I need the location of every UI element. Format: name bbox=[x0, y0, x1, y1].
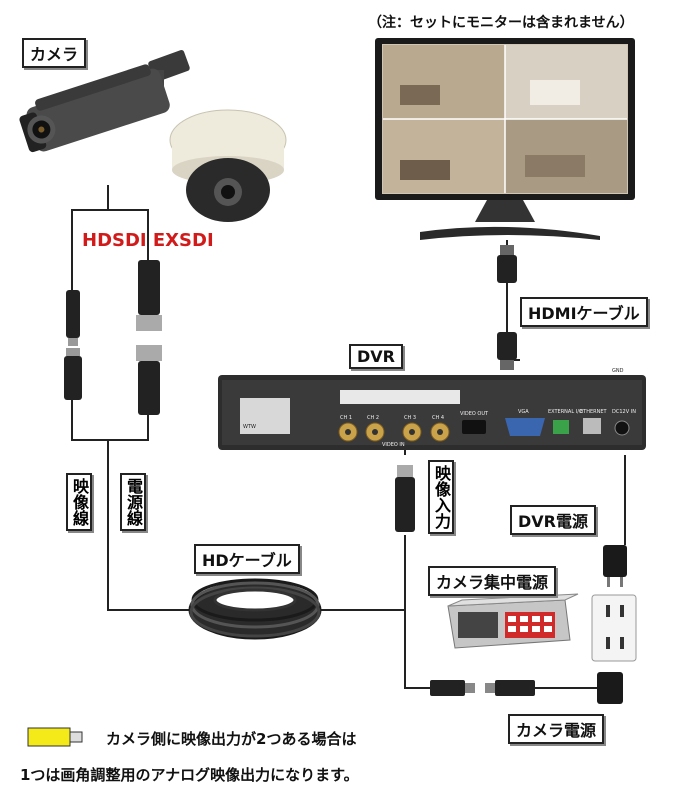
video-input-label: 映像入力 bbox=[428, 460, 454, 534]
port-ch3: CH 3 bbox=[404, 415, 416, 421]
dvr-brand-label: WTW bbox=[243, 424, 256, 430]
hd-cable-coil bbox=[188, 578, 322, 640]
power-line-label: 電源線 bbox=[120, 473, 146, 531]
camera-power-connectors bbox=[430, 672, 623, 704]
hdsdi-exsdi-label: HDSDI EXSDI bbox=[82, 230, 214, 251]
video-out-label: VIDEO OUT bbox=[460, 411, 489, 417]
dc-label: DC12V IN bbox=[612, 409, 636, 415]
bnc-ports bbox=[338, 422, 450, 442]
dvr-power-label: DVR電源 bbox=[510, 505, 596, 535]
vga-label: VGA bbox=[518, 409, 529, 415]
wall-outlet bbox=[591, 594, 637, 662]
ethernet-label: ETHERNET bbox=[580, 409, 608, 415]
camera-power-label: カメラ電源 bbox=[508, 714, 605, 744]
hdmi-plugs bbox=[497, 245, 517, 370]
camera-label: カメラ bbox=[22, 38, 87, 68]
camera-power-wire bbox=[404, 610, 430, 689]
dome-camera bbox=[169, 109, 287, 222]
monitor bbox=[375, 38, 635, 240]
video-line-label: 映像線 bbox=[66, 473, 92, 531]
dvr-power-plug bbox=[603, 545, 627, 587]
monitor-note: （注：セットにモニターは含まれません） bbox=[368, 15, 634, 31]
video-in-label: VIDEO IN bbox=[382, 442, 405, 448]
camera-cable-branch bbox=[108, 209, 149, 260]
yellow-connector-icon bbox=[27, 727, 83, 747]
port-ch1: CH 1 bbox=[340, 415, 352, 421]
bullet-camera bbox=[19, 50, 190, 153]
note-line-2: 1つは画角調整用のアナログ映像出力になります。 bbox=[20, 766, 359, 784]
note-line-1: カメラ側に映像出力が2つある場合は bbox=[106, 730, 357, 748]
hd-cable-label: HDケーブル bbox=[194, 544, 300, 574]
external-io-label: EXTERNAL I/O bbox=[548, 409, 583, 415]
camera-cable bbox=[71, 185, 109, 290]
video-input-plug bbox=[395, 465, 415, 532]
camera-plugs bbox=[64, 260, 162, 415]
power-line-wire bbox=[108, 415, 149, 441]
port-ch2: CH 2 bbox=[367, 415, 379, 421]
camera-central-power-label: カメラ集中電源 bbox=[428, 566, 557, 596]
port-ch4: CH 4 bbox=[432, 415, 444, 421]
central-power-supply bbox=[447, 593, 579, 649]
hd-cable-wire bbox=[320, 535, 406, 611]
hdmi-cable-label: HDMIケーブル bbox=[520, 297, 648, 327]
gnd-label: GND bbox=[612, 368, 624, 374]
dvr-label: DVR bbox=[349, 344, 403, 369]
dvr-unit: WTW CH 1 CH 2 CH 3 CH 4 VIDEO IN VIDEO O… bbox=[218, 368, 646, 450]
